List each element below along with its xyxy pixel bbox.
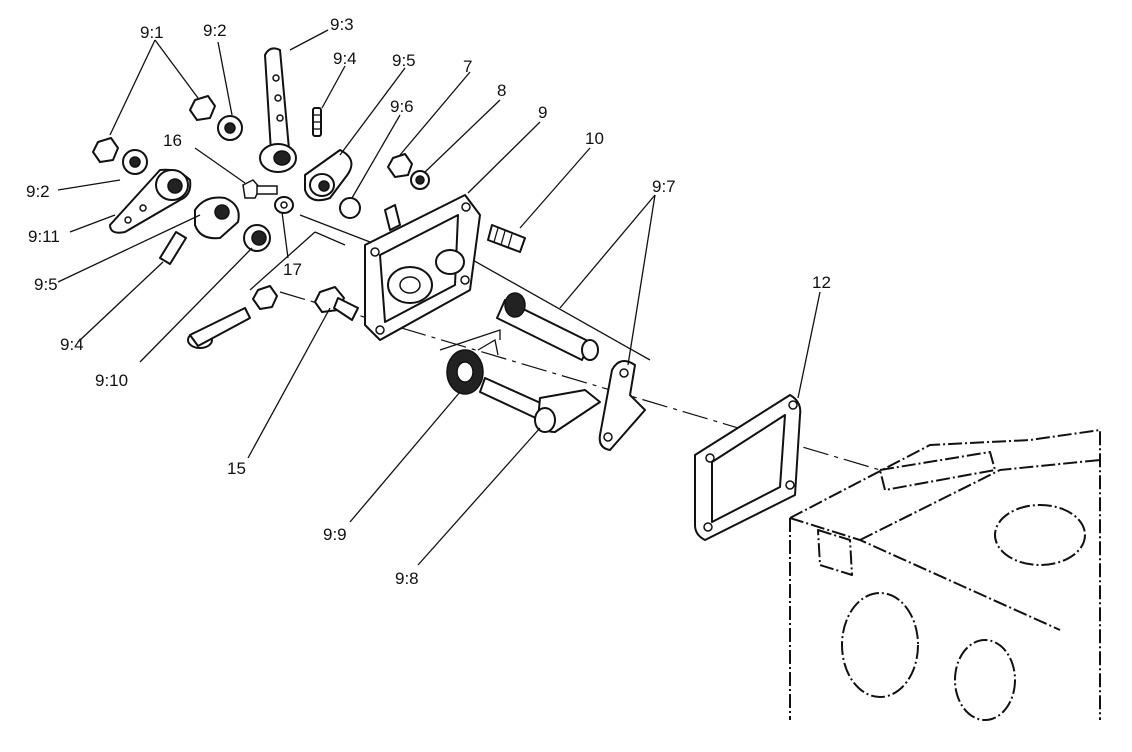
label-9-3: 9:3 <box>330 15 354 34</box>
engine-block <box>789 429 1101 721</box>
nut-part-7 <box>387 153 413 178</box>
pin-part-9-4-lower <box>159 231 187 265</box>
label-9-6: 9:6 <box>390 97 414 116</box>
bolt-part-15 <box>314 286 359 321</box>
leader-lines <box>57 29 821 566</box>
engine-block-port <box>817 529 853 576</box>
engine-block-slot <box>879 451 996 491</box>
label-9-4-left: 9:4 <box>60 335 84 354</box>
adjusting-screw <box>187 285 278 349</box>
washer-part-8 <box>410 170 430 190</box>
label-8: 8 <box>497 81 506 100</box>
nuts-part-9-1 <box>92 95 216 163</box>
label-9: 9 <box>538 103 547 122</box>
gasket-part-12 <box>694 394 802 541</box>
lever-bracket-part-9-7 <box>598 360 646 451</box>
label-9-10: 9:10 <box>95 371 128 390</box>
label-9-4-top: 9:4 <box>333 49 357 68</box>
washer-part-17 <box>274 196 294 214</box>
arm-part-9-5-upper <box>304 149 353 202</box>
label-9-2-top: 9:2 <box>203 21 227 40</box>
axis-shaft <box>454 249 651 361</box>
label-9-5-left: 9:5 <box>34 275 58 294</box>
pin-part-9-4-upper <box>312 107 322 137</box>
part-labels: 9:1 9:2 9:3 9:4 9:5 9:6 7 8 9 10 16 9:2 … <box>26 15 831 588</box>
label-9-7: 9:7 <box>652 177 676 196</box>
arm-part-9-5-lower <box>194 196 240 240</box>
bushing-part-9-10 <box>243 224 271 252</box>
engine-block-bore-lower <box>841 592 919 698</box>
label-9-1: 9:1 <box>140 23 164 42</box>
axis-upper <box>299 214 371 243</box>
label-16: 16 <box>163 131 182 150</box>
label-9-2-left: 9:2 <box>26 182 50 201</box>
o-ring-part-9-6 <box>339 197 361 219</box>
label-9-9: 9:9 <box>323 525 347 544</box>
axis-screw-lead2 <box>314 231 346 246</box>
label-9-8: 9:8 <box>395 569 419 588</box>
shaft-part-9-7 <box>496 292 599 361</box>
axis-spring-lead <box>439 329 501 351</box>
spring-part-9-9 <box>446 338 499 395</box>
crank-part-9-8 <box>479 377 601 433</box>
label-17: 17 <box>283 260 302 279</box>
engine-block-bore-upper <box>994 504 1086 566</box>
label-15: 15 <box>227 459 246 478</box>
engine-block-bore-right <box>954 639 1016 721</box>
bolt-part-16 <box>242 179 278 199</box>
washers-part-9-2 <box>122 115 243 175</box>
stud-part-10 <box>487 224 526 253</box>
lever-part-9-3 <box>259 47 297 173</box>
label-10: 10 <box>585 129 604 148</box>
label-9-5-top: 9:5 <box>392 51 416 70</box>
axis-screw-lead <box>249 231 316 291</box>
lever-part-9-11 <box>109 168 192 234</box>
label-9-11: 9:11 <box>28 227 60 246</box>
label-12: 12 <box>812 273 831 292</box>
label-7: 7 <box>463 57 472 76</box>
cover-housing-part-9 <box>364 194 481 341</box>
